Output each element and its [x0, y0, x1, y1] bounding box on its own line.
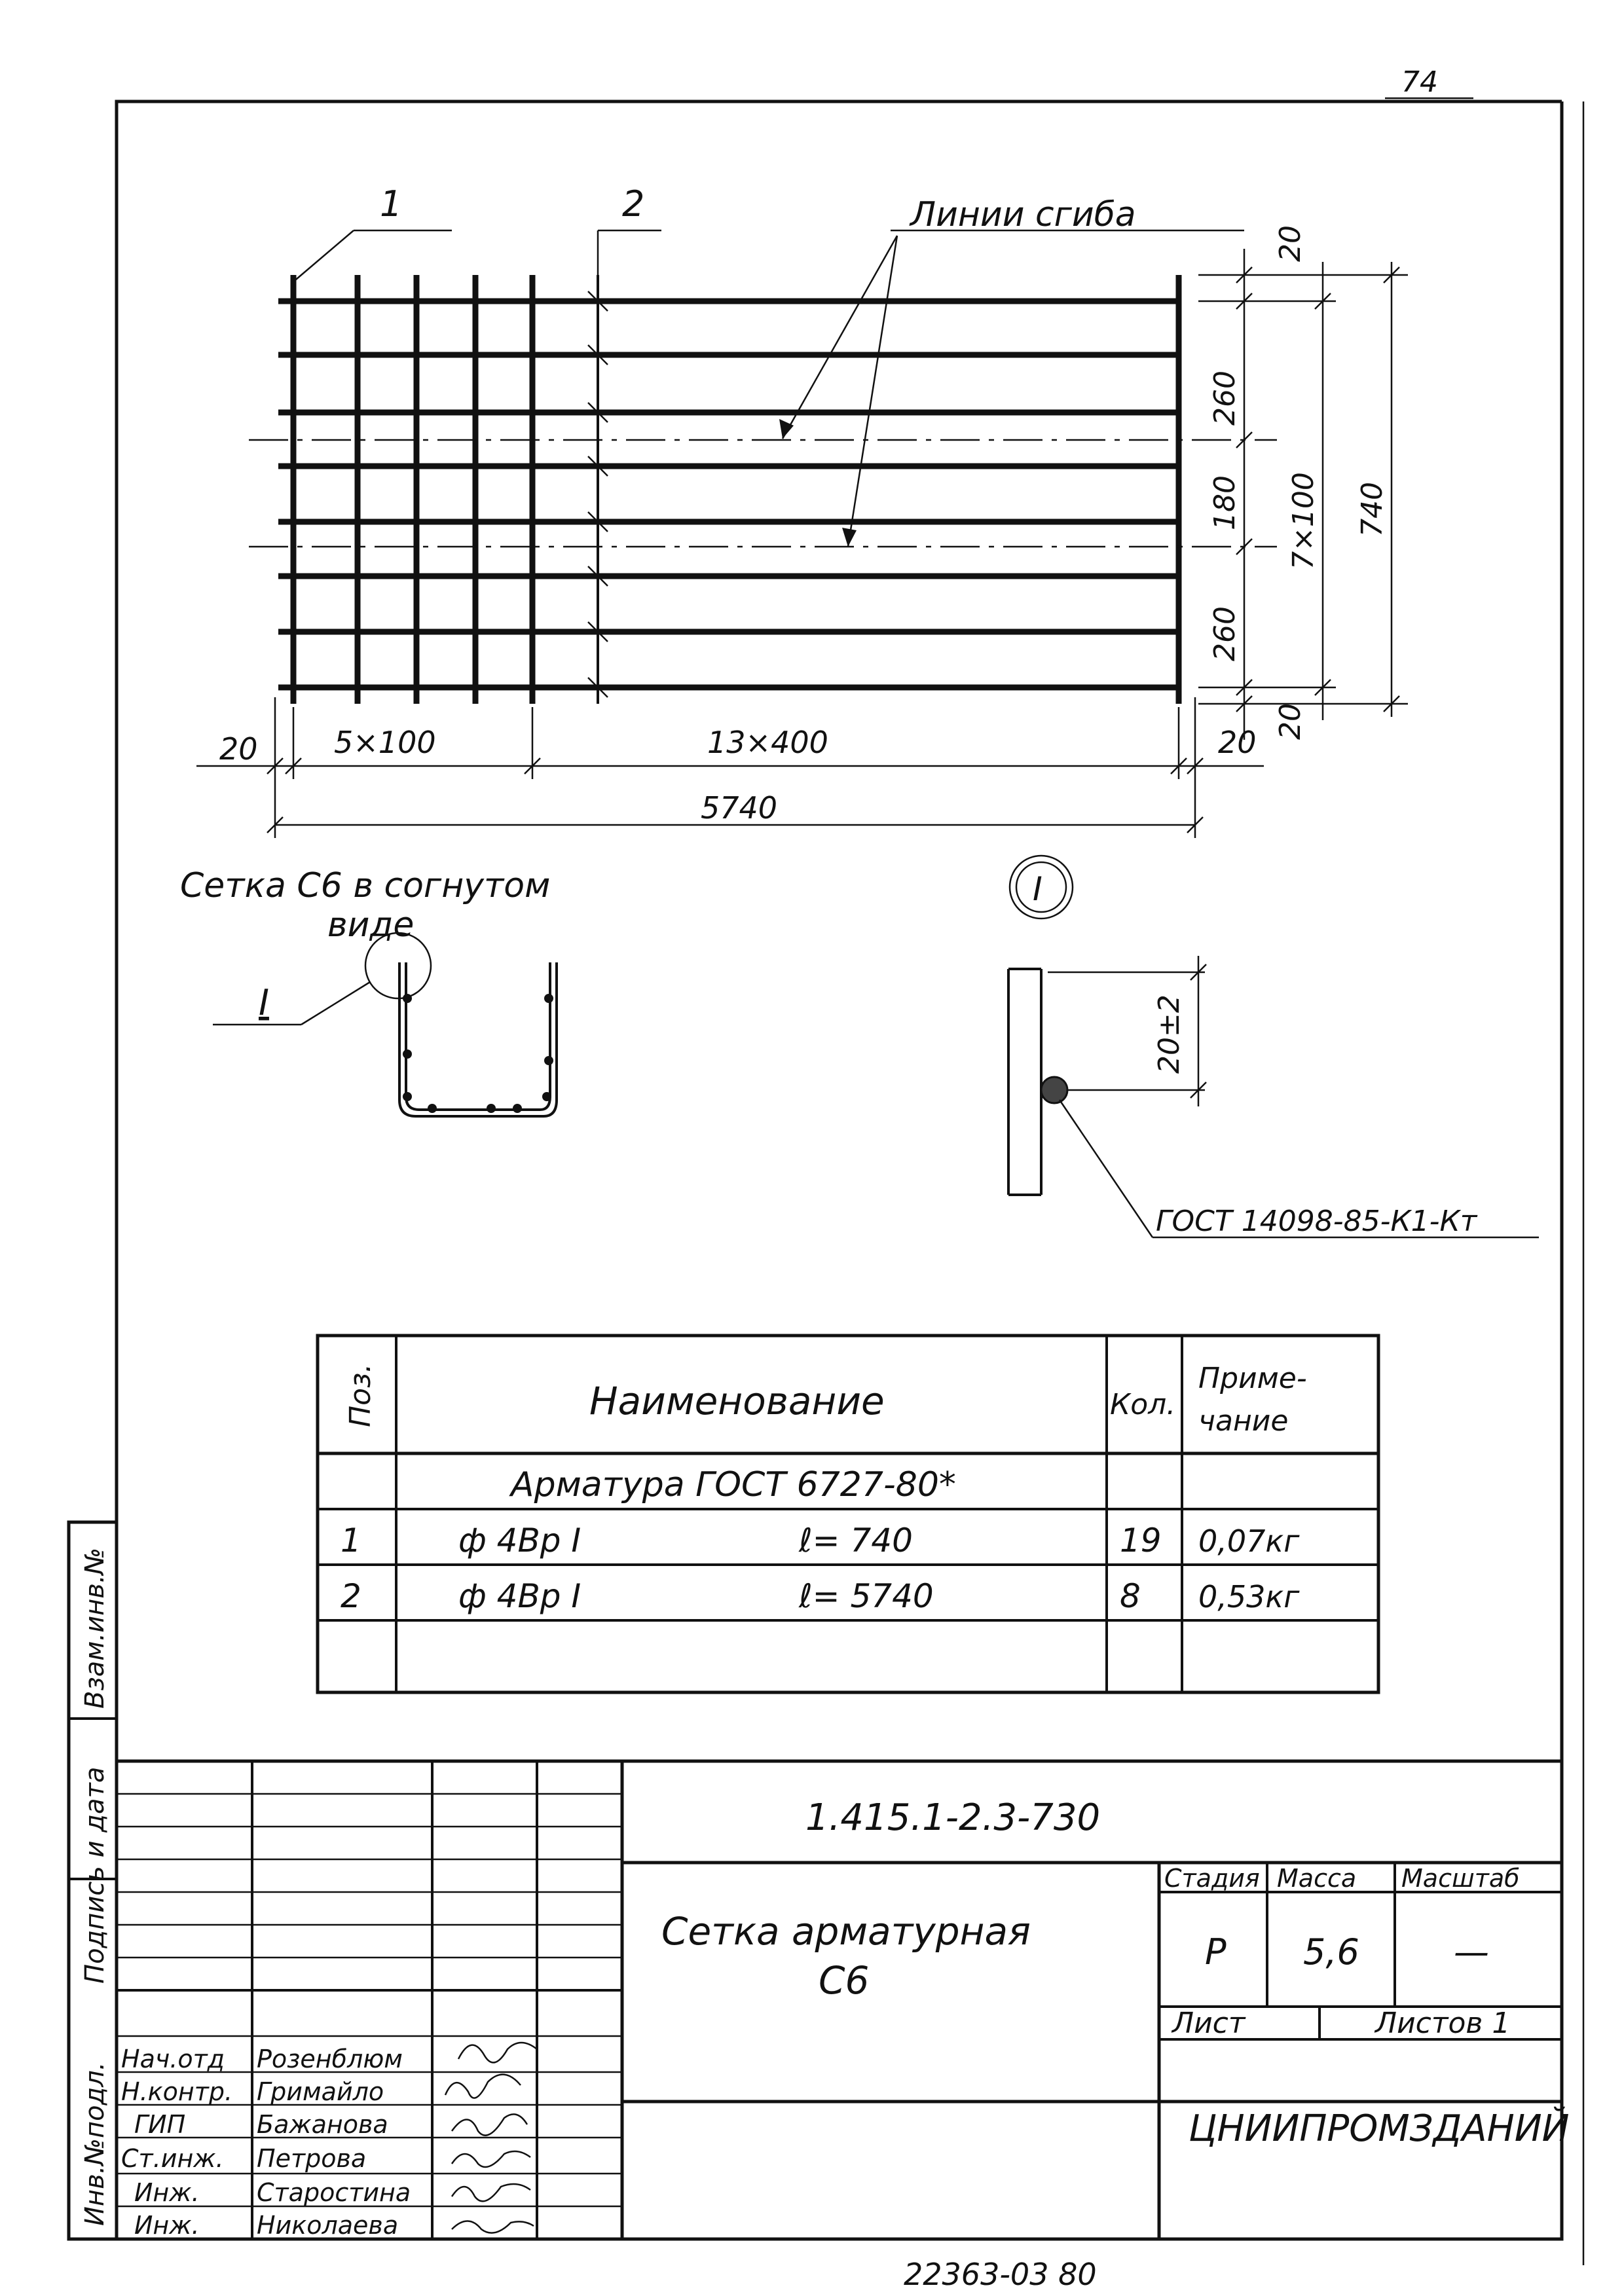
signatures — [444, 2041, 538, 2234]
staff-role: Инж. — [134, 2178, 200, 2207]
side-stamp — [67, 1520, 119, 2241]
staff-name: Старостина — [257, 2178, 411, 2207]
title-block-title-1: Сетка арматурная — [661, 1909, 1031, 1954]
pos-1-label: 1 — [380, 183, 402, 225]
bend-arrowhead-1 — [779, 419, 794, 439]
title-block-scale-label: Масштаб — [1401, 1864, 1520, 1893]
bend-arrow-1 — [781, 235, 898, 439]
title-block-doc-code: 1.415.1-2.3-730 — [805, 1796, 1100, 1839]
bottom-code: 22363-03 80 — [904, 2257, 1097, 2292]
signature — [451, 2150, 531, 2168]
frame-border — [115, 100, 1562, 1879]
bent-view-title-2: виде — [327, 905, 414, 945]
detail-callout-leader — [301, 981, 371, 1026]
dim-v-top-20: 20 — [1274, 225, 1307, 262]
dim-13x400: 13×400 — [707, 725, 828, 760]
dim-v-260-top: 260 — [1208, 371, 1242, 426]
detail-title-label: I — [1033, 870, 1043, 908]
signature — [451, 2113, 528, 2136]
spec-table — [316, 1334, 1380, 1694]
dim-total-5740: 5740 — [701, 790, 777, 826]
dim-left-20: 20 — [219, 731, 258, 767]
staff-role: ГИП — [134, 2110, 185, 2139]
spec-header-name: Наименование — [589, 1379, 885, 1423]
spec-row-qty: 19 — [1120, 1522, 1162, 1559]
staff-role: Н.контр. — [121, 2077, 232, 2106]
spec-row-note: 0,07кг — [1198, 1523, 1300, 1559]
horizontal-dimensions — [196, 697, 1264, 838]
title-block-title-2: С6 — [819, 1958, 869, 2003]
dim-v-7x100: 7×100 — [1287, 472, 1320, 570]
dim-v-260-bottom: 260 — [1208, 606, 1242, 661]
staff-name: Петрова — [257, 2144, 366, 2173]
spec-row-note: 0,53кг — [1198, 1579, 1300, 1614]
title-block-organization: ЦНИИПРОМЗДАНИЙ — [1189, 2107, 1570, 2150]
staff-role: Нач.отд — [121, 2045, 225, 2073]
spec-group-title: Арматура ГОСТ 6727-80* — [509, 1465, 956, 1504]
spec-header-note-2: чание — [1198, 1404, 1288, 1438]
signature — [451, 2183, 531, 2202]
staff-name: Бажанова — [257, 2110, 388, 2139]
dim-v-740: 740 — [1356, 482, 1389, 537]
title-block-sheet-label: Лист — [1171, 2007, 1246, 2040]
spec-row-length: ℓ= 740 — [798, 1522, 913, 1559]
title-block-scale-value: — — [1454, 1931, 1489, 1973]
dim-5x100: 5×100 — [334, 725, 436, 760]
pos-2-label: 2 — [622, 183, 644, 225]
side-stamp-vzam-inv: Взам.инв.№ — [80, 1548, 110, 1709]
spec-row-name: ф 4Вр I — [458, 1577, 581, 1615]
spec-row-pos: 1 — [341, 1522, 361, 1559]
mesh-plan — [249, 275, 1277, 704]
spec-row-pos: 2 — [341, 1577, 361, 1615]
bend-arrowhead-2 — [842, 528, 857, 547]
staff-name: Николаева — [257, 2211, 398, 2240]
dim-v-180: 180 — [1208, 475, 1242, 530]
spec-row-qty: 8 — [1120, 1577, 1141, 1615]
staff-name: Розенблюм — [257, 2045, 403, 2073]
staff-role: Инж. — [134, 2211, 200, 2240]
detail-callout-circle — [364, 932, 432, 1000]
signature — [451, 2220, 534, 2234]
staff-name: Гримайло — [257, 2077, 384, 2106]
dim-v-bottom-20: 20 — [1274, 703, 1307, 740]
spec-row-length: ℓ= 5740 — [798, 1577, 934, 1615]
title-block-stage-label: Стадия — [1164, 1864, 1260, 1893]
side-stamp-podpis-data: Подпись и дата — [80, 1767, 110, 1984]
vertical-dimensions — [1198, 249, 1408, 740]
title-block-grid — [117, 1759, 1564, 2241]
side-stamp-inv-podl: Инв.№подл. — [80, 2062, 110, 2226]
break-ticks — [587, 291, 608, 698]
bent-section — [398, 962, 558, 1118]
pos1-leader — [291, 230, 354, 283]
sheet-number-top: 74 — [1401, 65, 1438, 99]
detail-section — [1007, 956, 1539, 1239]
bend-lines-label: Линии сгиба — [909, 195, 1136, 234]
detail-dim-20: 20±2 — [1153, 994, 1186, 1074]
title-block-stage-value: Р — [1205, 1931, 1227, 1973]
detail-mark-label: I — [259, 982, 269, 1023]
spec-header-qty: Кол. — [1110, 1388, 1175, 1421]
title-block-mass-value: 5,6 — [1303, 1931, 1359, 1973]
signature — [457, 2041, 538, 2064]
dim-right-20: 20 — [1218, 725, 1257, 760]
staff-role: Ст.инж. — [121, 2144, 224, 2173]
spec-header-note-1: Приме- — [1198, 1362, 1307, 1395]
title-block-sheets-label: Листов 1 — [1374, 2007, 1510, 2040]
spec-header-pos: Поз. — [344, 1364, 377, 1427]
bent-view-title-1: Сетка С6 в согнутом — [180, 866, 550, 905]
spec-row-name: ф 4Вр I — [458, 1522, 581, 1559]
detail-title-circle-inner — [1015, 861, 1067, 913]
signature — [444, 2073, 521, 2099]
detail-title-circle-outer — [1008, 854, 1074, 920]
title-block-mass-label: Масса — [1277, 1864, 1356, 1893]
gost-weld-label: ГОСТ 14098-85-К1-Кт — [1156, 1205, 1478, 1238]
bend-arrow-2 — [847, 235, 898, 547]
